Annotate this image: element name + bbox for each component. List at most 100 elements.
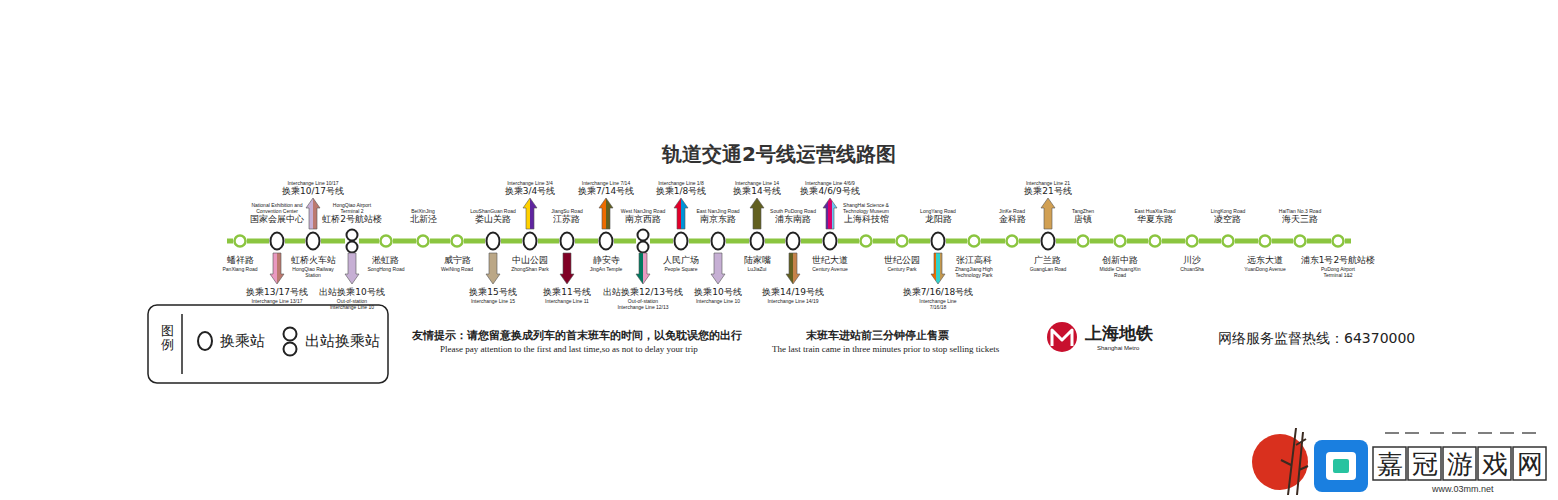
station-marker xyxy=(1113,234,1127,248)
legend-heading: 图例 xyxy=(161,324,174,353)
station-name-group: 世纪公园Century Park xyxy=(884,255,920,272)
station-name-en: PuDong Airport Terminal 1&2 xyxy=(1311,266,1365,278)
legend-box xyxy=(148,305,388,383)
transfer-label: 换乘10/17号线 xyxy=(282,186,344,197)
station-name-en: West NanJing Road xyxy=(621,208,665,214)
station-marker xyxy=(1005,234,1019,248)
transfer-arrow-shape xyxy=(523,198,537,229)
line-segment xyxy=(1019,239,1040,244)
station-name-en: TangZhen xyxy=(1072,208,1094,214)
transfer-label: 换乘10号线 xyxy=(694,287,741,298)
transfer-label: 出站换乘12/13号线 xyxy=(603,287,683,298)
station-symbol xyxy=(485,231,501,251)
station-name-group: 川沙ChuanSha xyxy=(1180,255,1204,272)
transfer-label: 换乘15号线 xyxy=(469,287,516,298)
station-symbol xyxy=(379,234,393,248)
transfer-label-en: Interchange Line 10 xyxy=(696,298,740,304)
station-marker xyxy=(1076,234,1090,248)
transfer-arrow-shape xyxy=(270,253,284,284)
hotline: 网络服务监督热线：64370000 xyxy=(1218,330,1415,348)
transfer-arrow-shape xyxy=(306,198,320,229)
station-name: 川沙 xyxy=(1183,255,1201,266)
line-segment xyxy=(501,239,522,244)
interchange-circle xyxy=(487,233,500,250)
transfer-arrow-shape xyxy=(931,253,945,284)
transfer-label: 换乘3/4号线 xyxy=(505,186,555,197)
line-segment xyxy=(393,239,416,244)
station-marker xyxy=(895,234,909,248)
station-symbol xyxy=(269,231,285,251)
station-name: 威宁路 xyxy=(444,255,471,266)
station: 广兰路GuangLan Road 换乘21号线Interchange Line 2… xyxy=(1008,160,1088,320)
note: 友情提示：请您留意换成列车的首末班车的时间，以免耽误您的出行 xyxy=(412,328,742,343)
transfer-text-group: 换乘21号线Interchange Line 21 xyxy=(1024,180,1071,197)
label-wrap: 友情提示：请您留意换成列车的首末班车的时间，以免耽误您的出行 xyxy=(412,328,742,343)
transfer-label: 换乘7/16/18号线 xyxy=(903,287,974,298)
station-circle xyxy=(1223,236,1234,247)
station-name: 娄山关路 xyxy=(475,214,511,225)
station-name-group: 虹桥火车站HongQiao Railway Station xyxy=(286,255,340,278)
station-name: 华夏东路 xyxy=(1137,214,1173,225)
station-symbol xyxy=(1293,234,1307,248)
transfer-text-group: 换乘7/16/18号线Interchange Line 7/16/18 xyxy=(903,287,974,310)
station-circle xyxy=(897,236,908,247)
line-segment xyxy=(359,239,379,244)
station-name-group: 江苏路JiangSu Road xyxy=(551,208,582,225)
station-name-en: GuangLan Road xyxy=(1030,266,1067,272)
station-name-en: East HuaXia Road xyxy=(1134,208,1175,214)
station-name-group: 威宁路WeiNing Road xyxy=(441,255,473,272)
station-marker xyxy=(598,231,614,251)
label-wrap: The last train came in three minutes pri… xyxy=(772,344,999,354)
station-name-en: LingKong Road xyxy=(1211,208,1245,214)
label-wrap: 嘉冠游戏网 xyxy=(1377,449,1552,479)
station-name-group: 虹桥2号航站楼HongQiao Airport Terminal 2 xyxy=(322,202,382,225)
title-wrap: 轨道交通2号线运营线路图 xyxy=(0,141,1558,168)
station-name: 凌空路 xyxy=(1214,214,1241,225)
transfer-label-en: Interchange Line 15 xyxy=(471,298,515,304)
station-name-group: 创新中路Middle ChuangXin Road xyxy=(1093,255,1147,278)
line-segment xyxy=(430,239,450,244)
station-name-group: 广兰路GuangLan Road xyxy=(1030,255,1067,272)
station-name: 龙阳路 xyxy=(925,214,952,225)
line-segment xyxy=(946,239,967,244)
transfer-label-en: Interchange Line 1/8 xyxy=(658,180,704,186)
logo-text-en: Shanghai Metro xyxy=(1097,345,1139,351)
station-name-group: 浦东1号2号航站楼PuDong Airport Terminal 1&2 xyxy=(1301,255,1375,278)
legend-item: 出站换乘站 xyxy=(305,332,380,351)
line-segment xyxy=(765,239,785,244)
station-name: 国家会展中心 xyxy=(250,214,304,225)
station-name-group: 浦东南路South PuDong Road xyxy=(770,208,816,225)
station-symbol xyxy=(450,234,464,248)
interchange-circle xyxy=(751,233,764,250)
transfer-text-group: 换乘14/19号线Interchange Line 14/19 xyxy=(762,287,824,304)
station-symbol xyxy=(930,231,946,251)
station-name-group: 南京西路West NanJing Road xyxy=(621,208,665,225)
station-name-group: 金科路JinKe Road xyxy=(999,208,1026,225)
transfer-label-en: Interchange Line 4/6/9 xyxy=(805,180,855,186)
station-name: 淞虹路 xyxy=(372,255,399,266)
station-symbol xyxy=(1258,234,1272,248)
transfer-text-group: 换乘1/8号线Interchange Line 1/8 xyxy=(656,180,706,197)
line-segment xyxy=(1199,239,1221,244)
station: 凌空路LingKong Road xyxy=(1188,160,1268,320)
transfer-label-en: Interchange Line 21 xyxy=(1026,180,1070,186)
station-symbol xyxy=(1113,234,1127,248)
station: 世纪大道Century Avenue换乘4/6/9号线Interchange L… xyxy=(790,160,870,320)
label-wrap: www.03mm.net xyxy=(1432,484,1494,494)
station-marker xyxy=(485,231,501,251)
transfer-label: 出站换乘10号线 xyxy=(319,287,384,298)
station-name: 南京东路 xyxy=(700,214,736,225)
station-name: 金科路 xyxy=(999,214,1026,225)
line-segment xyxy=(1235,239,1258,244)
transfer-arrow-shape xyxy=(636,253,650,284)
station-name: 浦东南路 xyxy=(775,214,811,225)
station-name-en: PanXiang Road xyxy=(222,266,257,272)
station-symbol xyxy=(859,234,873,248)
metro-logo xyxy=(1047,322,1077,352)
interchange-circle xyxy=(271,233,284,250)
station-name: 江苏路 xyxy=(553,214,580,225)
transfer-label-en: Interchange Line 3/4 xyxy=(507,180,553,186)
interchange-circle xyxy=(675,233,688,250)
line-segment xyxy=(726,239,749,244)
station-name-en: Middle ChuangXin Road xyxy=(1093,266,1147,278)
